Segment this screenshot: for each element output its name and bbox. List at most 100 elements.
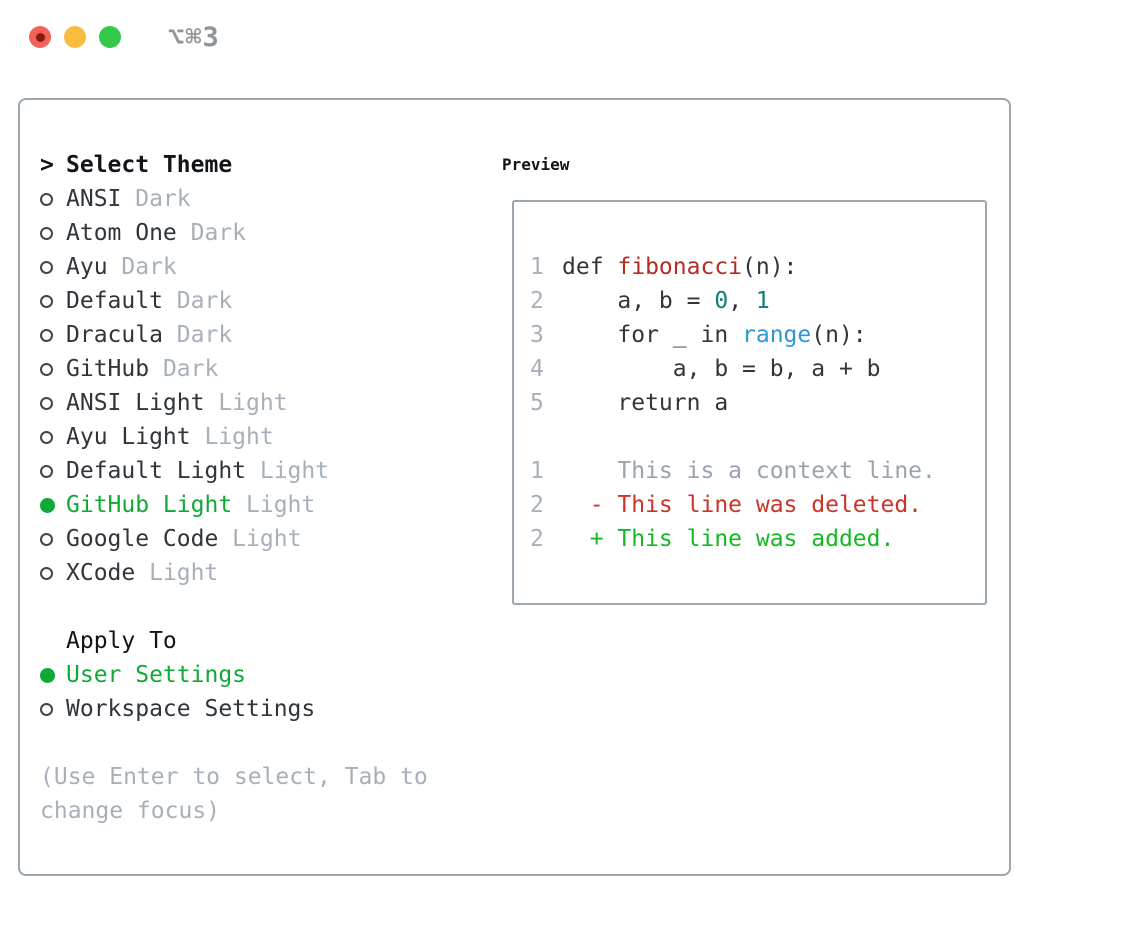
- line-number: 1: [530, 458, 544, 484]
- spacer: [40, 726, 502, 760]
- radio-prefix: [40, 328, 66, 342]
- theme-name: Atom One: [66, 220, 177, 246]
- line-number: 5: [530, 390, 544, 416]
- theme-option-xcode[interactable]: XCode Light: [40, 556, 502, 590]
- code-line: 1 def fibonacci(n):: [530, 250, 985, 284]
- code-token-plain: (n):: [742, 254, 798, 280]
- heading-caret-prefix: >: [40, 148, 66, 182]
- theme-option-label: Default Light Light: [66, 454, 329, 488]
- code-text: a, b = 0, 1: [562, 284, 769, 318]
- code-text: def fibonacci(n):: [562, 250, 797, 284]
- theme-option-label: ANSI Dark: [66, 182, 191, 216]
- select-theme-heading: > Select Theme: [40, 148, 502, 182]
- theme-option-atom-one[interactable]: Atom One Dark: [40, 216, 502, 250]
- preview-heading-label: Preview: [502, 155, 570, 174]
- theme-option-ansi-light[interactable]: ANSI Light Light: [40, 386, 502, 420]
- radio-unselected-icon: [40, 328, 53, 342]
- radio-prefix: [40, 396, 66, 410]
- theme-name: Default: [66, 288, 163, 314]
- diff-line-added: 2 + This line was added.: [530, 522, 985, 556]
- diff-text: This is a context line.: [562, 458, 936, 484]
- code-line: 5 return a: [530, 386, 985, 420]
- theme-option-label: Default Dark: [66, 284, 232, 318]
- theme-name: Ayu Light: [66, 424, 191, 450]
- theme-option-github[interactable]: GitHub Dark: [40, 352, 502, 386]
- diff-sample: 1 This is a context line.2 - This line w…: [530, 454, 985, 556]
- line-number: 1: [530, 254, 544, 280]
- minimize-button[interactable]: [64, 26, 86, 48]
- code-token-plain: def: [562, 254, 618, 280]
- code-text: for _ in range(n):: [562, 318, 866, 352]
- radio-prefix: [40, 566, 66, 580]
- window-title: ⌥⌘3: [168, 21, 220, 53]
- theme-variant: Dark: [107, 254, 177, 280]
- caret-icon: >: [40, 152, 54, 178]
- theme-name: ANSI Light: [66, 390, 205, 416]
- radio-unselected-icon: [40, 702, 53, 716]
- theme-name: Default Light: [66, 458, 247, 484]
- code-line: 4 a, b = b, a + b: [530, 352, 985, 386]
- radio-unselected-icon: [40, 532, 53, 546]
- theme-variant: Light: [135, 560, 219, 586]
- close-button[interactable]: [29, 26, 51, 48]
- code-token-number: 0: [714, 288, 729, 314]
- radio-unselected-icon: [40, 226, 53, 240]
- line-number: 2: [530, 492, 544, 518]
- theme-option-default[interactable]: Default Dark: [40, 284, 502, 318]
- code-text: return a: [562, 386, 728, 420]
- theme-variant: Dark: [162, 322, 233, 348]
- theme-variant: Light: [232, 492, 316, 518]
- radio-unselected-icon: [40, 464, 53, 478]
- code-token-function: fibonacci: [617, 254, 743, 280]
- radio-prefix: [40, 260, 66, 274]
- traffic-lights: [29, 26, 121, 48]
- diff-line-context: 1 This is a context line.: [530, 454, 985, 488]
- theme-option-dracula[interactable]: Dracula Dark: [40, 318, 502, 352]
- theme-option-google-code[interactable]: Google Code Light: [40, 522, 502, 556]
- radio-unselected-icon: [40, 430, 53, 444]
- code-token-plain: a, b = b, a + b: [562, 356, 881, 382]
- code-token-plain: for _ in: [562, 322, 743, 348]
- radio-prefix: [40, 192, 66, 206]
- theme-option-github-light[interactable]: GitHub Light Light: [40, 488, 502, 522]
- apply-option-user-settings[interactable]: User Settings: [40, 658, 502, 692]
- zoom-button[interactable]: [99, 26, 121, 48]
- theme-option-label: Ayu Light Light: [66, 420, 274, 454]
- radio-prefix: [40, 362, 66, 376]
- line-number: 3: [530, 322, 544, 348]
- code-line: 2 a, b = 0, 1: [530, 284, 985, 318]
- line-number: 4: [530, 356, 544, 382]
- theme-name: Google Code: [66, 526, 219, 552]
- line-number: 2: [530, 288, 544, 314]
- radio-prefix: [40, 464, 66, 478]
- theme-option-ansi[interactable]: ANSI Dark: [40, 182, 502, 216]
- preview-heading: Preview: [502, 148, 1009, 182]
- theme-name: GitHub Light: [66, 492, 233, 518]
- theme-variant: Light: [190, 424, 274, 450]
- code-token-plain: ,: [728, 288, 756, 314]
- apply-option-label: User Settings: [66, 662, 247, 688]
- theme-name: Ayu: [66, 254, 108, 280]
- theme-option-label: GitHub Dark: [66, 352, 218, 386]
- theme-name: ANSI: [66, 186, 122, 212]
- radio-prefix: [40, 294, 66, 308]
- apply-option-workspace-settings[interactable]: Workspace Settings: [40, 692, 502, 726]
- code-token-builtin: range: [742, 322, 812, 348]
- radio-unselected-icon: [40, 566, 53, 580]
- radio-unselected-icon: [40, 396, 53, 410]
- select-theme-heading-label: Select Theme: [66, 152, 233, 178]
- theme-option-ayu-light[interactable]: Ayu Light Light: [40, 420, 502, 454]
- theme-option-label: XCode Light: [66, 556, 218, 590]
- theme-option-label: Atom One Dark: [66, 216, 246, 250]
- blank-line: [530, 420, 985, 454]
- apply-option-label: Workspace Settings: [66, 696, 316, 722]
- theme-option-default-light[interactable]: Default Light Light: [40, 454, 502, 488]
- theme-name: GitHub: [66, 356, 150, 382]
- radio-prefix: [40, 532, 66, 546]
- radio-selected-icon: [40, 667, 55, 683]
- theme-option-ayu[interactable]: Ayu Dark: [40, 250, 502, 284]
